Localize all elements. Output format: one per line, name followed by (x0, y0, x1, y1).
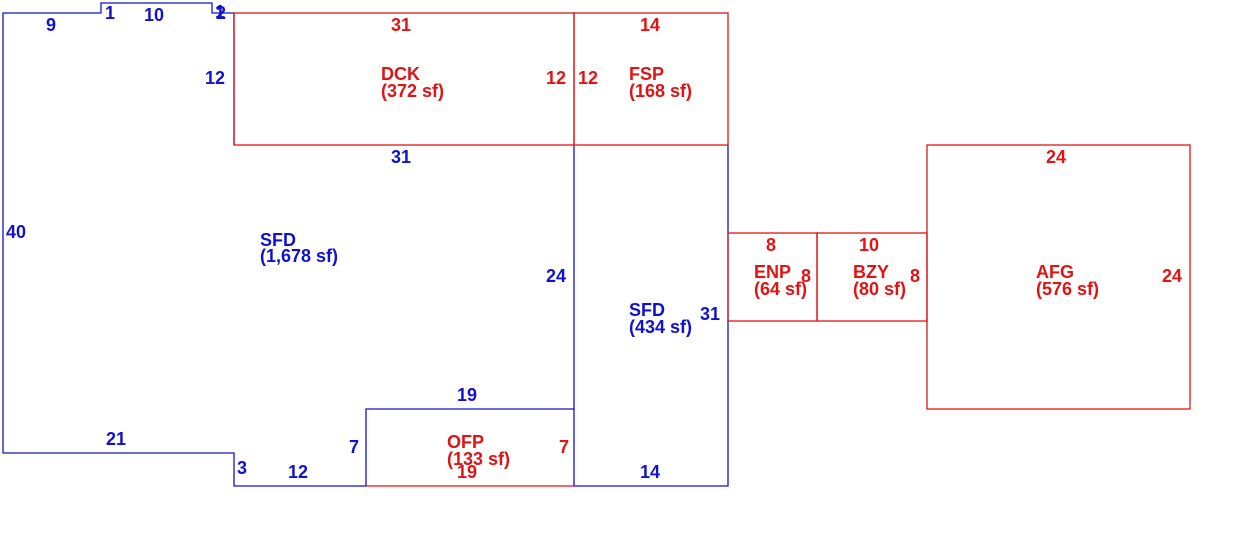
sfd-main-size: (1,678 sf) (260, 246, 338, 266)
dim-afg-right: 24 (1162, 266, 1182, 286)
sfd-second-code: SFD (629, 300, 665, 320)
dim-sfd-notch-2a: 1 (215, 2, 225, 22)
dim-dck-top: 31 (391, 15, 411, 35)
dim-sfd-left: 40 (6, 222, 26, 242)
dim-sfd-top-mid: 10 (144, 5, 164, 25)
sfd-main-outline (2, 2, 366, 487)
dim-fsp-left: 12 (578, 68, 598, 88)
dim-sfd-bottom-left: 21 (106, 429, 126, 449)
dck-size: (372 sf) (381, 81, 444, 101)
dim-enp-top: 8 (766, 235, 776, 255)
enp-code: ENP (754, 262, 791, 282)
fsp-outline (573, 12, 729, 146)
ofp-code: OFP (447, 432, 484, 452)
dim-afg-top: 24 (1046, 147, 1066, 167)
afg-outline (926, 144, 1191, 410)
afg-code: AFG (1036, 262, 1074, 282)
dim-enp-right: 8 (801, 266, 811, 286)
dim-sfd-notch-1: 1 (105, 3, 115, 23)
dim-dck-right: 12 (546, 68, 566, 88)
dim-sfd-mid-24: 24 (546, 266, 566, 286)
dck-code: DCK (381, 64, 420, 84)
dim-sfd-bottom-12: 12 (288, 462, 308, 482)
dim-sfd-ofp-top: 19 (457, 385, 477, 405)
dim-sfd-top-left: 9 (46, 15, 56, 35)
dim-sfd-notch-2b: 2 (216, 3, 226, 23)
sfd-main-code: SFD (260, 230, 296, 250)
dim-sfd-right-upper: 12 (205, 68, 225, 88)
sfd-inner-lines (365, 145, 575, 486)
dim-sfd-ofp-side: 7 (349, 437, 359, 457)
dim-bzy-right: 8 (910, 266, 920, 286)
afg-size: (576 sf) (1036, 279, 1099, 299)
dim-ofp-bottom: 19 (457, 462, 477, 482)
dim-bzy-top: 10 (859, 235, 879, 255)
enp-size: (64 sf) (754, 279, 807, 299)
sfd-second-size: (434 sf) (629, 317, 692, 337)
dim-sfd-mid-31: 31 (391, 147, 411, 167)
fsp-size: (168 sf) (629, 81, 692, 101)
dim-sfd-step-3: 3 (237, 458, 247, 478)
ofp-size: (133 sf) (447, 449, 510, 469)
dim-ofp-right: 7 (559, 437, 569, 457)
dim-fsp-top: 14 (640, 15, 660, 35)
dim-sfd2-bottom: 14 (640, 462, 660, 482)
bzy-code: BZY (853, 262, 889, 282)
fsp-code: FSP (629, 64, 664, 84)
dim-sfd2-right: 31 (700, 304, 720, 324)
bzy-size: (80 sf) (853, 279, 906, 299)
